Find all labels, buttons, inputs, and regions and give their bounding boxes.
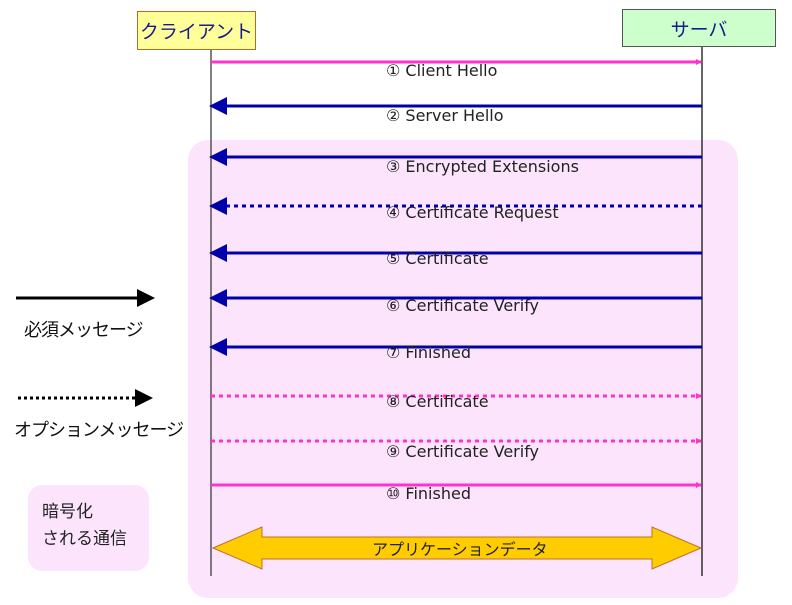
legend-encrypted-box: 暗号化 される通信 — [28, 485, 149, 571]
app-data-arrow — [211, 526, 703, 570]
message-label-10: ⑩ Finished — [386, 484, 471, 503]
message-label-9: ⑨ Certificate Verify — [386, 442, 540, 461]
message-label-5: ⑤ Certificate — [386, 249, 489, 268]
legend-required-label: 必須メッセージ — [24, 320, 144, 341]
message-label-3: ③ Encrypted Extensions — [386, 157, 579, 176]
message-label-2: ② Server Hello — [386, 106, 504, 125]
message-label-6: ⑥ Certificate Verify — [386, 296, 540, 315]
legend-encrypted-line1: 暗号化 — [42, 502, 93, 522]
server-actor-label: サーバ — [670, 18, 728, 41]
message-label-7: ⑦ Finished — [386, 343, 471, 362]
client-actor-box: クライアント — [137, 11, 256, 50]
message-label-1: ① Client Hello — [386, 61, 498, 80]
message-label-8: ⑧ Certificate — [386, 392, 489, 411]
legend-encrypted-line2: される通信 — [42, 529, 127, 549]
client-actor-label: クライアント — [139, 21, 254, 43]
message-label-4: ④ Certificate Request — [386, 203, 559, 222]
legend-optional-label: オプションメッセージ — [14, 420, 184, 441]
app-data-label: アプリケーションデータ — [372, 540, 548, 559]
server-actor-box: サーバ — [622, 9, 776, 47]
